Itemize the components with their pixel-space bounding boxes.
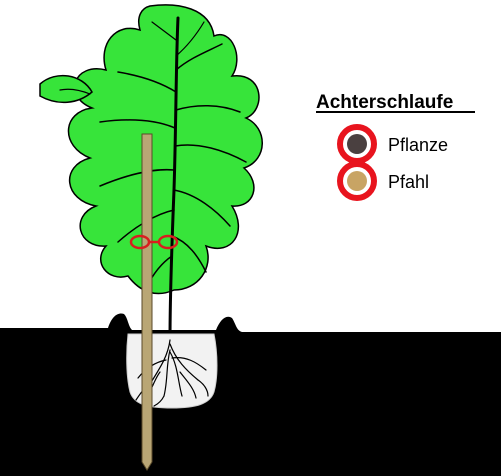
soil bbox=[0, 314, 501, 476]
legend-title: Achterschlaufe bbox=[316, 92, 453, 113]
plant-circle bbox=[347, 134, 367, 154]
legend-title-underline bbox=[316, 111, 475, 113]
stake-circle bbox=[347, 171, 367, 191]
figure-eight-symbol bbox=[340, 127, 374, 198]
legend: Achterschlaufe Pflanze Pfahl bbox=[316, 92, 475, 198]
legend-label-stake: Pfahl bbox=[388, 172, 429, 192]
foliage bbox=[68, 5, 262, 294]
root-ball bbox=[127, 334, 217, 408]
stake bbox=[142, 134, 152, 470]
legend-label-plant: Pflanze bbox=[388, 135, 448, 155]
